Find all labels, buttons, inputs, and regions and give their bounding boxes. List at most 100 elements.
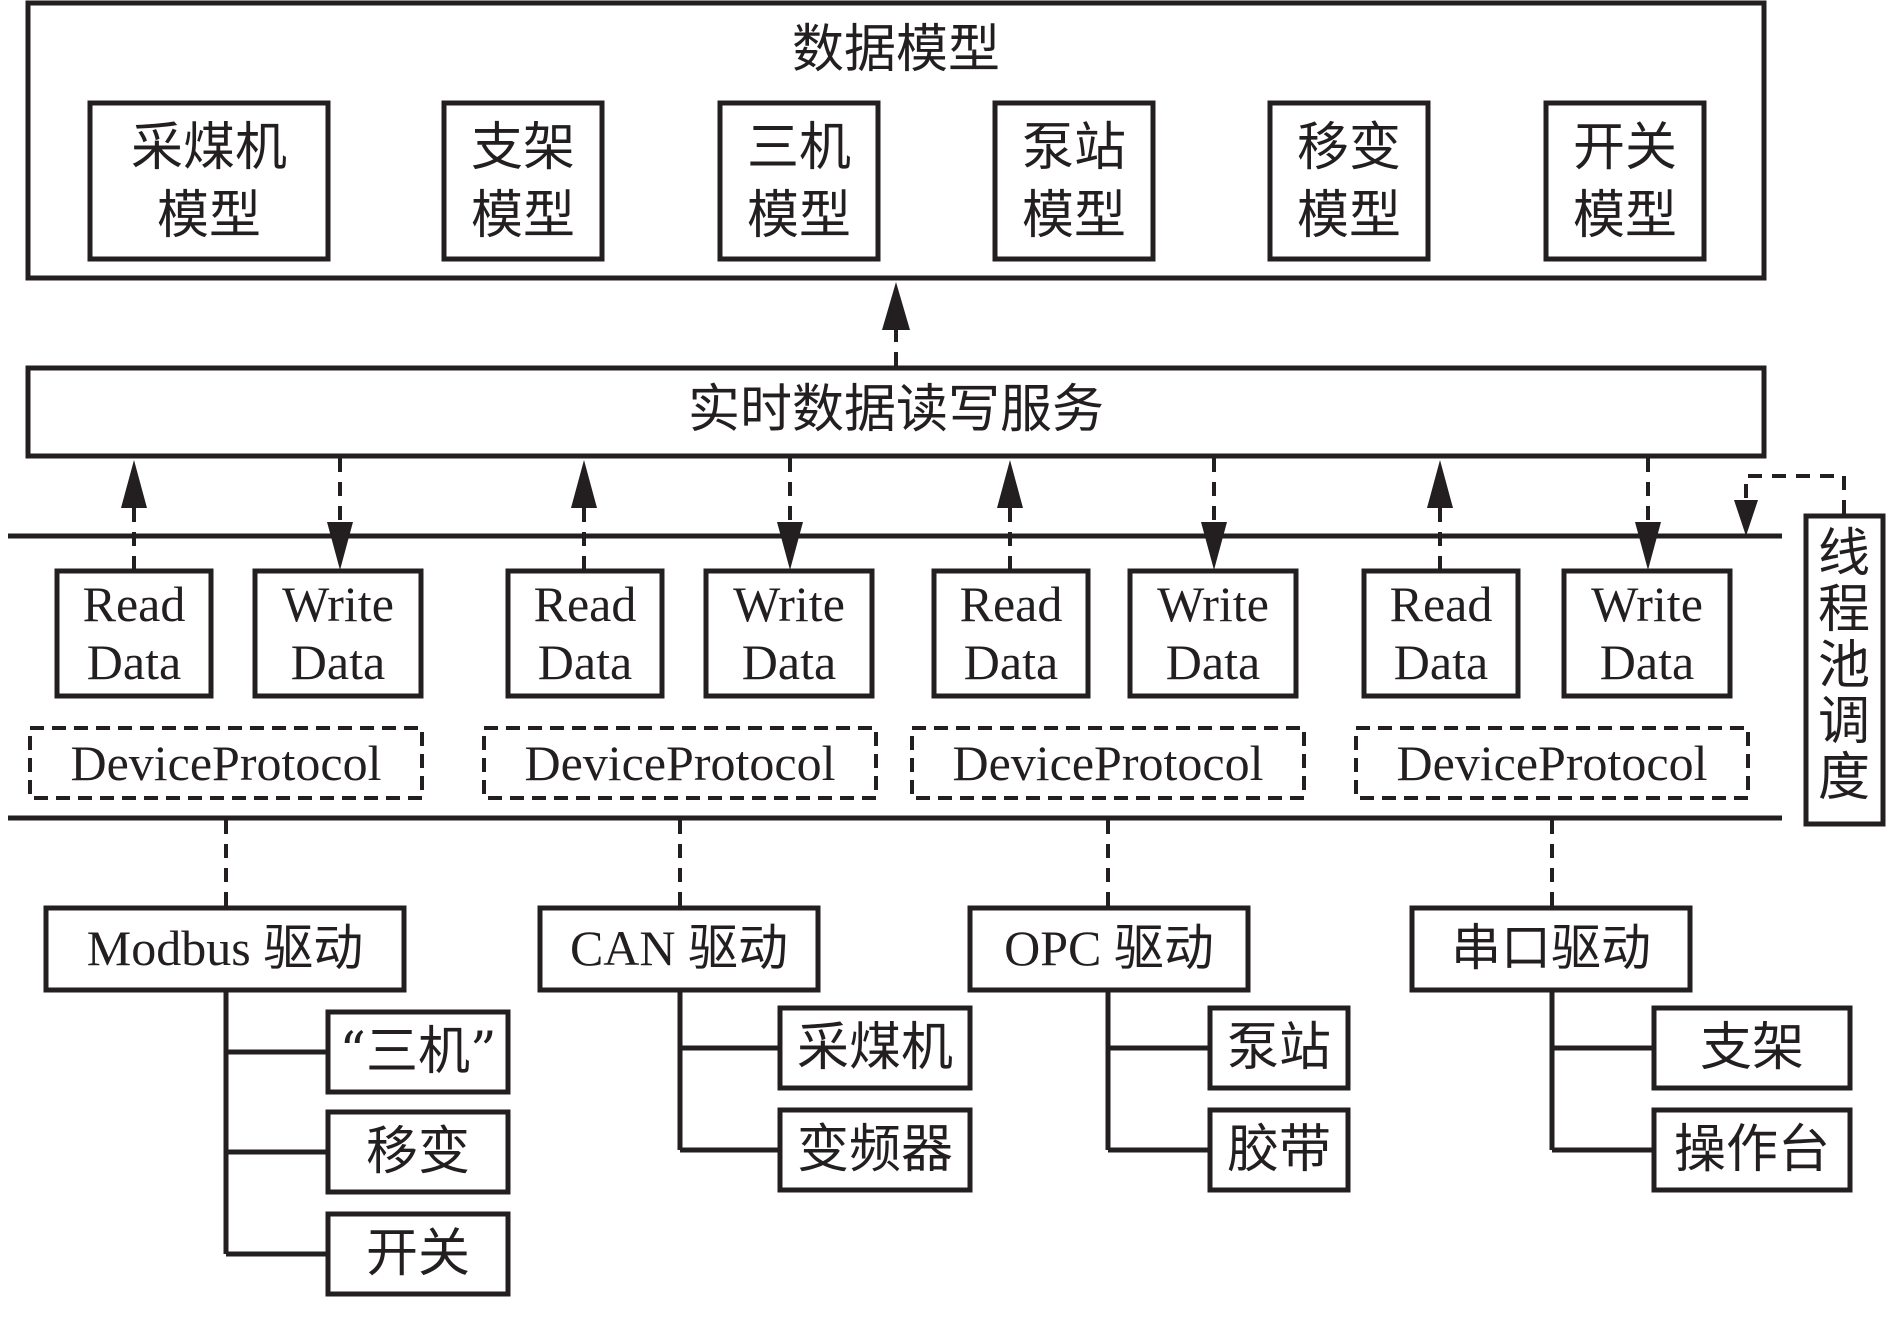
thread-pool-arrow	[1734, 474, 1846, 536]
write-data-line1: Write	[282, 576, 394, 632]
driver-box: Modbus 驱动	[43, 905, 407, 993]
device-protocol-box: DeviceProtocol	[1354, 726, 1750, 800]
model-box-line1: 支架	[471, 118, 575, 178]
write-arrow	[1635, 458, 1661, 570]
model-box-line2: 模型	[157, 186, 261, 246]
read-data-line2: Data	[1394, 634, 1488, 690]
model-box-shearer: 采煤机 模型	[87, 100, 331, 262]
device-label: 移变	[366, 1122, 470, 1182]
model-box-line1: 三机	[747, 118, 851, 178]
write-data-line2: Data	[291, 634, 385, 690]
protocol-groups: ReadDataWriteDataDeviceProtocolReadDataW…	[28, 458, 1750, 800]
write-data-line1: Write	[1157, 576, 1269, 632]
driver-label: CAN 驱动	[570, 920, 788, 976]
write-data-line2: Data	[1600, 634, 1694, 690]
device-label: 变频器	[797, 1120, 953, 1180]
data-model-panel: 数据模型 采煤机 模型 支架 模型 三机 模型 泵站 模型 移变 模型	[25, 0, 1767, 281]
model-box-line2: 模型	[747, 186, 851, 246]
device-box: 泵站	[1207, 1005, 1351, 1091]
read-data-line2: Data	[964, 634, 1058, 690]
device-box: 采煤机	[777, 1005, 973, 1091]
driver-box: OPC 驱动	[967, 905, 1251, 993]
model-box-line1: 泵站	[1022, 118, 1126, 178]
model-box-line2: 模型	[1297, 186, 1401, 246]
model-box-line1: 开关	[1573, 118, 1677, 178]
device-protocol-label: DeviceProtocol	[70, 735, 381, 791]
driver-label: 串口驱动	[1451, 920, 1651, 976]
model-box-switch: 开关 模型	[1543, 100, 1707, 262]
device-box: “三机”	[325, 1009, 511, 1095]
driver-label: OPC 驱动	[1004, 920, 1214, 976]
write-data-line1: Write	[1591, 576, 1703, 632]
write-data-line2: Data	[1166, 634, 1260, 690]
model-box-line2: 模型	[471, 186, 575, 246]
read-arrow	[997, 460, 1023, 570]
device-protocol-label: DeviceProtocol	[952, 735, 1263, 791]
write-arrow	[777, 458, 803, 570]
device-box: 变频器	[777, 1107, 973, 1193]
device-protocol-box: DeviceProtocol	[910, 726, 1306, 800]
device-label: 采煤机	[797, 1018, 953, 1078]
device-box: 支架	[1651, 1005, 1853, 1091]
model-box-line1: 移变	[1297, 118, 1401, 178]
device-label: 支架	[1700, 1018, 1804, 1078]
device-protocol-box: DeviceProtocol	[28, 726, 424, 800]
realtime-service-frame	[25, 365, 1767, 459]
read-arrow	[571, 460, 597, 570]
device-label: 操作台	[1674, 1120, 1830, 1180]
read-data-line1: Read	[534, 576, 637, 632]
device-protocol-label: DeviceProtocol	[1396, 735, 1707, 791]
read-arrow	[121, 460, 147, 570]
read-data-line1: Read	[83, 576, 186, 632]
device-label: 胶带	[1227, 1120, 1331, 1180]
device-protocol-box: DeviceProtocol	[482, 726, 878, 800]
model-box-line1: 采煤机	[131, 118, 287, 178]
read-data-line1: Read	[960, 576, 1063, 632]
model-box-three-machines: 三机 模型	[717, 100, 881, 262]
device-label: 开关	[366, 1224, 470, 1284]
data-model-title: 数据模型	[792, 20, 1000, 80]
device-box: 胶带	[1207, 1107, 1351, 1193]
model-box-line2: 模型	[1022, 186, 1126, 246]
device-label: 泵站	[1227, 1018, 1331, 1078]
realtime-service-panel: 实时数据读写服务	[25, 365, 1767, 459]
write-data-line1: Write	[733, 576, 845, 632]
driver-box: CAN 驱动	[537, 905, 821, 993]
thread-pool-label: 线程池调度	[1818, 524, 1870, 808]
read-data-line2: Data	[538, 634, 632, 690]
read-arrow	[1427, 460, 1453, 570]
driver-label: Modbus 驱动	[87, 920, 363, 976]
device-label: “三机”	[339, 1022, 496, 1082]
model-box-line2: 模型	[1573, 186, 1677, 246]
write-arrow	[327, 458, 353, 570]
thread-pool-panel: 线程池调度	[1803, 513, 1886, 827]
device-box: 开关	[325, 1211, 511, 1297]
model-box-pump-station: 泵站 模型	[992, 100, 1156, 262]
realtime-service-label: 实时数据读写服务	[688, 380, 1104, 440]
write-data-line2: Data	[742, 634, 836, 690]
model-box-support: 支架 模型	[441, 100, 605, 262]
model-box-mobile-substation: 移变 模型	[1267, 100, 1431, 262]
device-box: 移变	[325, 1109, 511, 1195]
driver-box: 串口驱动	[1409, 905, 1693, 993]
device-box: 操作台	[1651, 1107, 1853, 1193]
device-protocol-label: DeviceProtocol	[524, 735, 835, 791]
read-data-line1: Read	[1390, 576, 1493, 632]
